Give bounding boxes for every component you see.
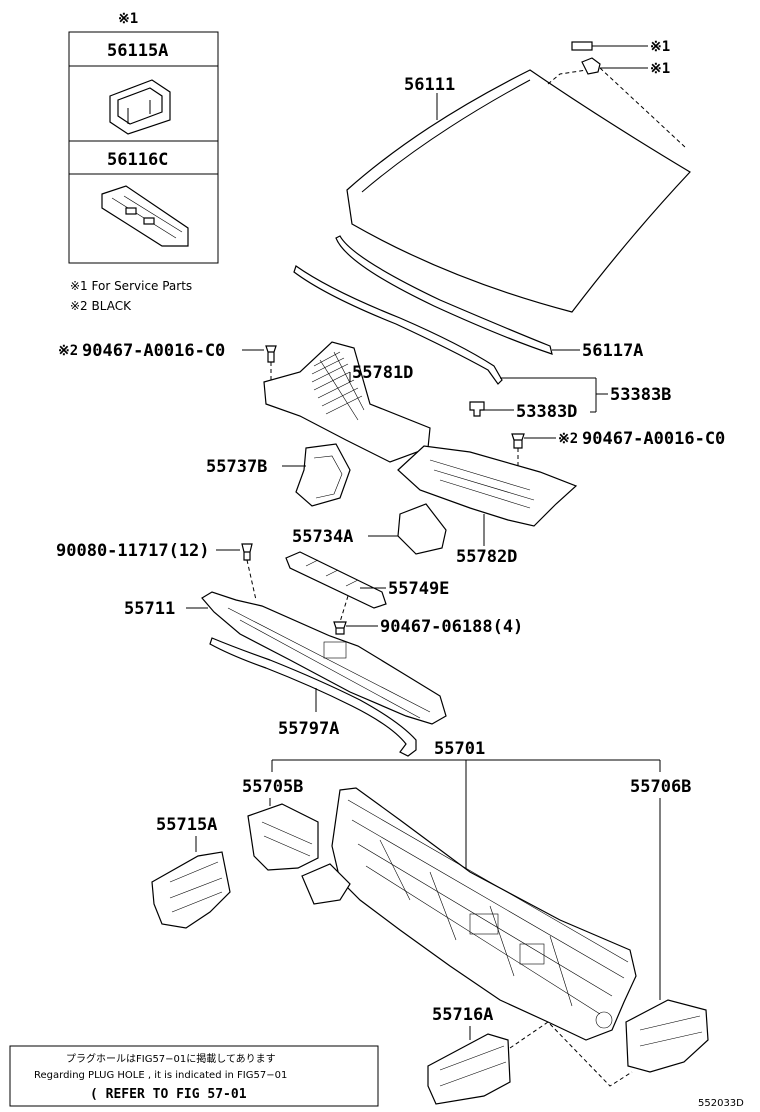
label-55711[interactable]: 55711 [124, 599, 175, 619]
label-90080[interactable]: 90080-11717(12) [56, 541, 210, 561]
label-55782d[interactable]: 55782D [456, 547, 517, 567]
label-55749e[interactable]: 55749E [388, 579, 449, 599]
service-box-frame [68, 31, 219, 264]
cowl-side-55705b[interactable] [247, 803, 319, 871]
label-55716a[interactable]: 55716A [432, 1005, 493, 1025]
service-clip-2 [581, 57, 601, 75]
weatherstrip-53383d[interactable] [293, 265, 503, 385]
diagram-id: 552033D [698, 1098, 744, 1109]
cowl-louver-55782d[interactable] [397, 445, 578, 527]
fastener-left [265, 345, 277, 363]
clip-56115a-drawing [109, 79, 171, 135]
label-56111[interactable]: 56111 [404, 75, 455, 95]
label-clip2-mark: ※1 [650, 61, 670, 77]
seal-55797a[interactable] [209, 637, 417, 757]
label-55706b[interactable]: 55706B [630, 777, 691, 797]
clip-90467-06188 [333, 621, 347, 635]
cowl-top-panel-55711[interactable] [201, 591, 447, 725]
label-90467-06188[interactable]: 90467-06188(4) [380, 617, 523, 637]
label-90467-right-mark: ※2 [558, 431, 578, 447]
service-parts-box: ※1 56115A 56116C [68, 11, 219, 264]
note-black: ※2 BLACK [70, 299, 132, 313]
label-90467-right[interactable]: 90467-A0016-C0 [582, 429, 725, 449]
bolt-90080 [241, 543, 253, 561]
label-53383d[interactable]: 53383D [516, 402, 577, 422]
service-clip-1 [571, 41, 593, 51]
label-clip1-mark: ※1 [650, 39, 670, 55]
label-55781d[interactable]: 55781D [352, 363, 413, 383]
cowl-panel-55715a[interactable] [151, 851, 231, 929]
label-90467-left-mark: ※2 [58, 343, 78, 359]
fastener-right [511, 433, 525, 449]
clip-53383d [469, 401, 485, 417]
reference-box: プラグホールはFIG57−01に掲載してあります Regarding PLUG … [9, 1045, 379, 1107]
label-90467-left[interactable]: 90467-A0016-C0 [82, 341, 225, 361]
cowl-part-55737b[interactable] [295, 443, 351, 507]
service-part-56115a[interactable]: 56115A [107, 41, 168, 61]
dash-panel-55701[interactable] [301, 787, 637, 1041]
service-box-mark: ※1 [118, 11, 138, 27]
label-55705b[interactable]: 55705B [242, 777, 303, 797]
label-55737b[interactable]: 55737B [206, 457, 267, 477]
molding-56117a[interactable] [335, 235, 553, 355]
cowl-side-55706b[interactable] [625, 999, 709, 1073]
label-56117a[interactable]: 56117A [582, 341, 643, 361]
clip-56116c-drawing [101, 185, 189, 247]
bracket-55749e[interactable] [285, 551, 387, 609]
service-part-56116c[interactable]: 56116C [107, 150, 168, 170]
cowl-louver-55781d[interactable] [263, 341, 431, 463]
reference-line-jp: プラグホールはFIG57−01に掲載してあります [66, 1052, 276, 1065]
cowl-panel-55716a[interactable] [427, 1033, 511, 1105]
note-service-parts: ※1 For Service Parts [70, 279, 192, 293]
label-53383b[interactable]: 53383B [610, 385, 671, 405]
label-55797a[interactable]: 55797A [278, 719, 339, 739]
cowl-part-55734a[interactable] [397, 503, 447, 555]
reference-line-en: Regarding PLUG HOLE , it is indicated in… [34, 1070, 287, 1081]
reference-link-fig57-01[interactable]: ( REFER TO FIG 57-01 [90, 1087, 247, 1102]
windshield-glass-56111[interactable] [346, 69, 691, 313]
label-55734a[interactable]: 55734A [292, 527, 353, 547]
label-55701[interactable]: 55701 [434, 739, 485, 759]
label-55715a[interactable]: 55715A [156, 815, 217, 835]
